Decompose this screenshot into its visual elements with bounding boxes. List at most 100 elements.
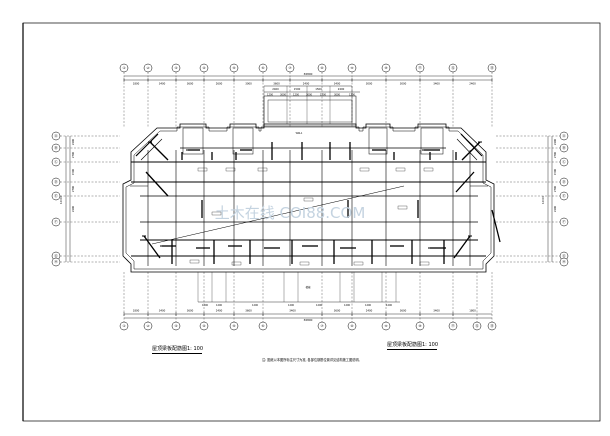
axis-bubble-left-4-label: Ⓓ xyxy=(54,179,58,184)
axis-bubble-left-6-label: Ⓕ xyxy=(54,219,58,224)
dim-top2-1: 1500 xyxy=(294,87,301,91)
dim-left-3: 2700 xyxy=(72,185,75,192)
dim-bottom-4: 3600 xyxy=(245,309,252,313)
axis-bubble-bottom-6-label: ⑥ xyxy=(261,324,264,328)
axis-bubble-right-6-circle xyxy=(559,217,569,227)
axis-bubble-top-6-label: ⑥ xyxy=(261,66,264,70)
rebar-5 xyxy=(143,235,161,259)
beam-tag-13 xyxy=(395,167,406,172)
dim-top3-3: 3000 xyxy=(306,94,313,97)
axis-bubble-bottom-12-label: ⑫ xyxy=(475,323,479,328)
axis-bubble-top-12-label: ⑫ xyxy=(451,65,455,70)
axis-bubble-bottom-3-circle xyxy=(171,321,181,331)
dim-top-5: 3600 xyxy=(273,82,280,86)
dim-bottom2-1: 1200 xyxy=(216,304,223,307)
dim-bottom-0: 1800 xyxy=(133,309,140,313)
axis-bubble-bottom-8-label: ⑧ xyxy=(350,324,353,328)
axis-bubble-top-1-label: ① xyxy=(122,66,125,70)
dim-top-3: 2600 xyxy=(216,82,223,86)
axis-bubble-bottom-11-circle xyxy=(448,321,458,331)
building-outline-inner xyxy=(125,126,492,270)
axis-bubble-bottom-2-circle xyxy=(143,321,153,331)
axis-bubble-left-1-circle xyxy=(51,131,61,141)
beam-tag-11 xyxy=(257,167,268,172)
building-outline-outer xyxy=(122,123,495,273)
dim-right-0: 2400 xyxy=(554,138,557,145)
beam-tag-8 xyxy=(419,261,430,266)
dim-bottom-9: 3400 xyxy=(433,309,440,313)
dim-top-11: 2400 xyxy=(469,82,476,86)
axis-bubble-left-5-label: Ⓔ xyxy=(54,193,58,198)
dim-right-4: 2400 xyxy=(554,205,557,212)
axis-bubble-bottom-9-circle xyxy=(381,321,391,331)
dim-left-1: 2700 xyxy=(72,151,75,158)
axis-bubble-bottom-13-circle xyxy=(487,321,497,331)
stair-label: 楼梯 xyxy=(306,285,311,289)
axis-bubble-top-11-label: ⑪ xyxy=(418,65,422,70)
axis-bubble-top-10-circle xyxy=(381,63,391,73)
dim-top3-6: 1200 xyxy=(349,94,356,97)
dim-bottom2-7: 1200 xyxy=(386,304,393,307)
axis-bubble-left-8-circle xyxy=(51,257,61,267)
dim-top3-2: 1200 xyxy=(293,94,300,97)
watermark: 土木在线 COI88.COM xyxy=(215,204,366,222)
axis-bubble-top-9-label: ⑨ xyxy=(350,66,353,70)
axis-bubble-right-1-label: Ⓐ xyxy=(562,133,566,138)
axis-bubble-bottom-5-circle xyxy=(229,321,239,331)
axis-bubble-right-6-label: Ⓕ xyxy=(562,219,566,224)
axis-bubble-right-3-circle xyxy=(559,157,569,167)
axis-bubble-bottom-5-label: ⑤ xyxy=(232,324,235,328)
beam-tag-12 xyxy=(359,167,370,172)
axis-bubble-right-7-label: Ⓖ xyxy=(562,253,566,258)
dim-right-1: 2700 xyxy=(554,151,557,158)
beam-tag-6 xyxy=(299,261,310,266)
center-label: WKL1 xyxy=(296,132,303,135)
axis-bubble-right-4-circle xyxy=(559,177,569,187)
corner-wall-nw-inner xyxy=(140,138,163,161)
dim-top-10: 3400 xyxy=(433,82,440,86)
dim-bottom-8: 3600 xyxy=(400,309,407,313)
dim-top-4: 3000 xyxy=(245,82,252,86)
beam-tag-1 xyxy=(211,211,222,216)
drawing-note: 注: 图纸以本图所标注尺寸为准, 各部位钢筋位置详见结构施工图说明。 xyxy=(262,358,362,362)
axis-bubble-top-6-circle xyxy=(258,63,268,73)
axis-bubble-top-7-circle xyxy=(285,63,295,73)
rebar-4 xyxy=(455,171,475,193)
beam-tag-10 xyxy=(225,167,236,172)
rebar-1 xyxy=(149,141,169,161)
axis-bubble-right-2-label: Ⓑ xyxy=(562,145,566,150)
beam-tag-5 xyxy=(231,261,242,266)
rebar-2 xyxy=(145,171,169,197)
dim-top3-4: 1200 xyxy=(320,94,327,97)
axis-bubble-bottom-9-label: ⑨ xyxy=(384,324,387,328)
axis-bubble-top-3-circle xyxy=(171,63,181,73)
dim-top2-0: 2400 xyxy=(272,87,279,91)
top-bay-4 xyxy=(420,127,444,155)
axis-bubble-top-3-label: ③ xyxy=(174,66,177,70)
axis-bubble-right-4-label: Ⓓ xyxy=(562,179,566,184)
axis-bubble-bottom-11-label: ⑪ xyxy=(451,323,455,328)
dim-top2-3: 2400 xyxy=(338,87,345,91)
axis-bubble-left-5-circle xyxy=(51,191,61,201)
beam-tag-14 xyxy=(423,167,434,172)
axis-bubble-bottom-10-circle xyxy=(415,321,425,331)
dim-top2-2: 1500 xyxy=(315,87,322,91)
drawing-title-right: 屋顶梁板配筋图1: 100 xyxy=(387,342,438,348)
dim-top-6: 2400 xyxy=(303,82,310,86)
dim-left-4: 2400 xyxy=(72,205,75,212)
axis-bubble-top-9-circle xyxy=(347,63,357,73)
corner-wall-ne xyxy=(460,133,483,157)
beam-tag-2 xyxy=(303,197,314,202)
beam-tag-7 xyxy=(353,261,364,266)
dim-bottom-1: 3400 xyxy=(159,309,166,313)
dim-right-3: 2700 xyxy=(554,185,557,192)
rebar-7 xyxy=(491,209,501,243)
corner-wall-nw xyxy=(135,133,159,157)
axis-bubble-top-5-circle xyxy=(229,63,239,73)
top-bay-3 xyxy=(368,127,388,155)
beam-tag-9 xyxy=(197,167,208,172)
top-bay-2 xyxy=(232,127,254,155)
dim-top3-0: 1200 xyxy=(267,94,274,97)
